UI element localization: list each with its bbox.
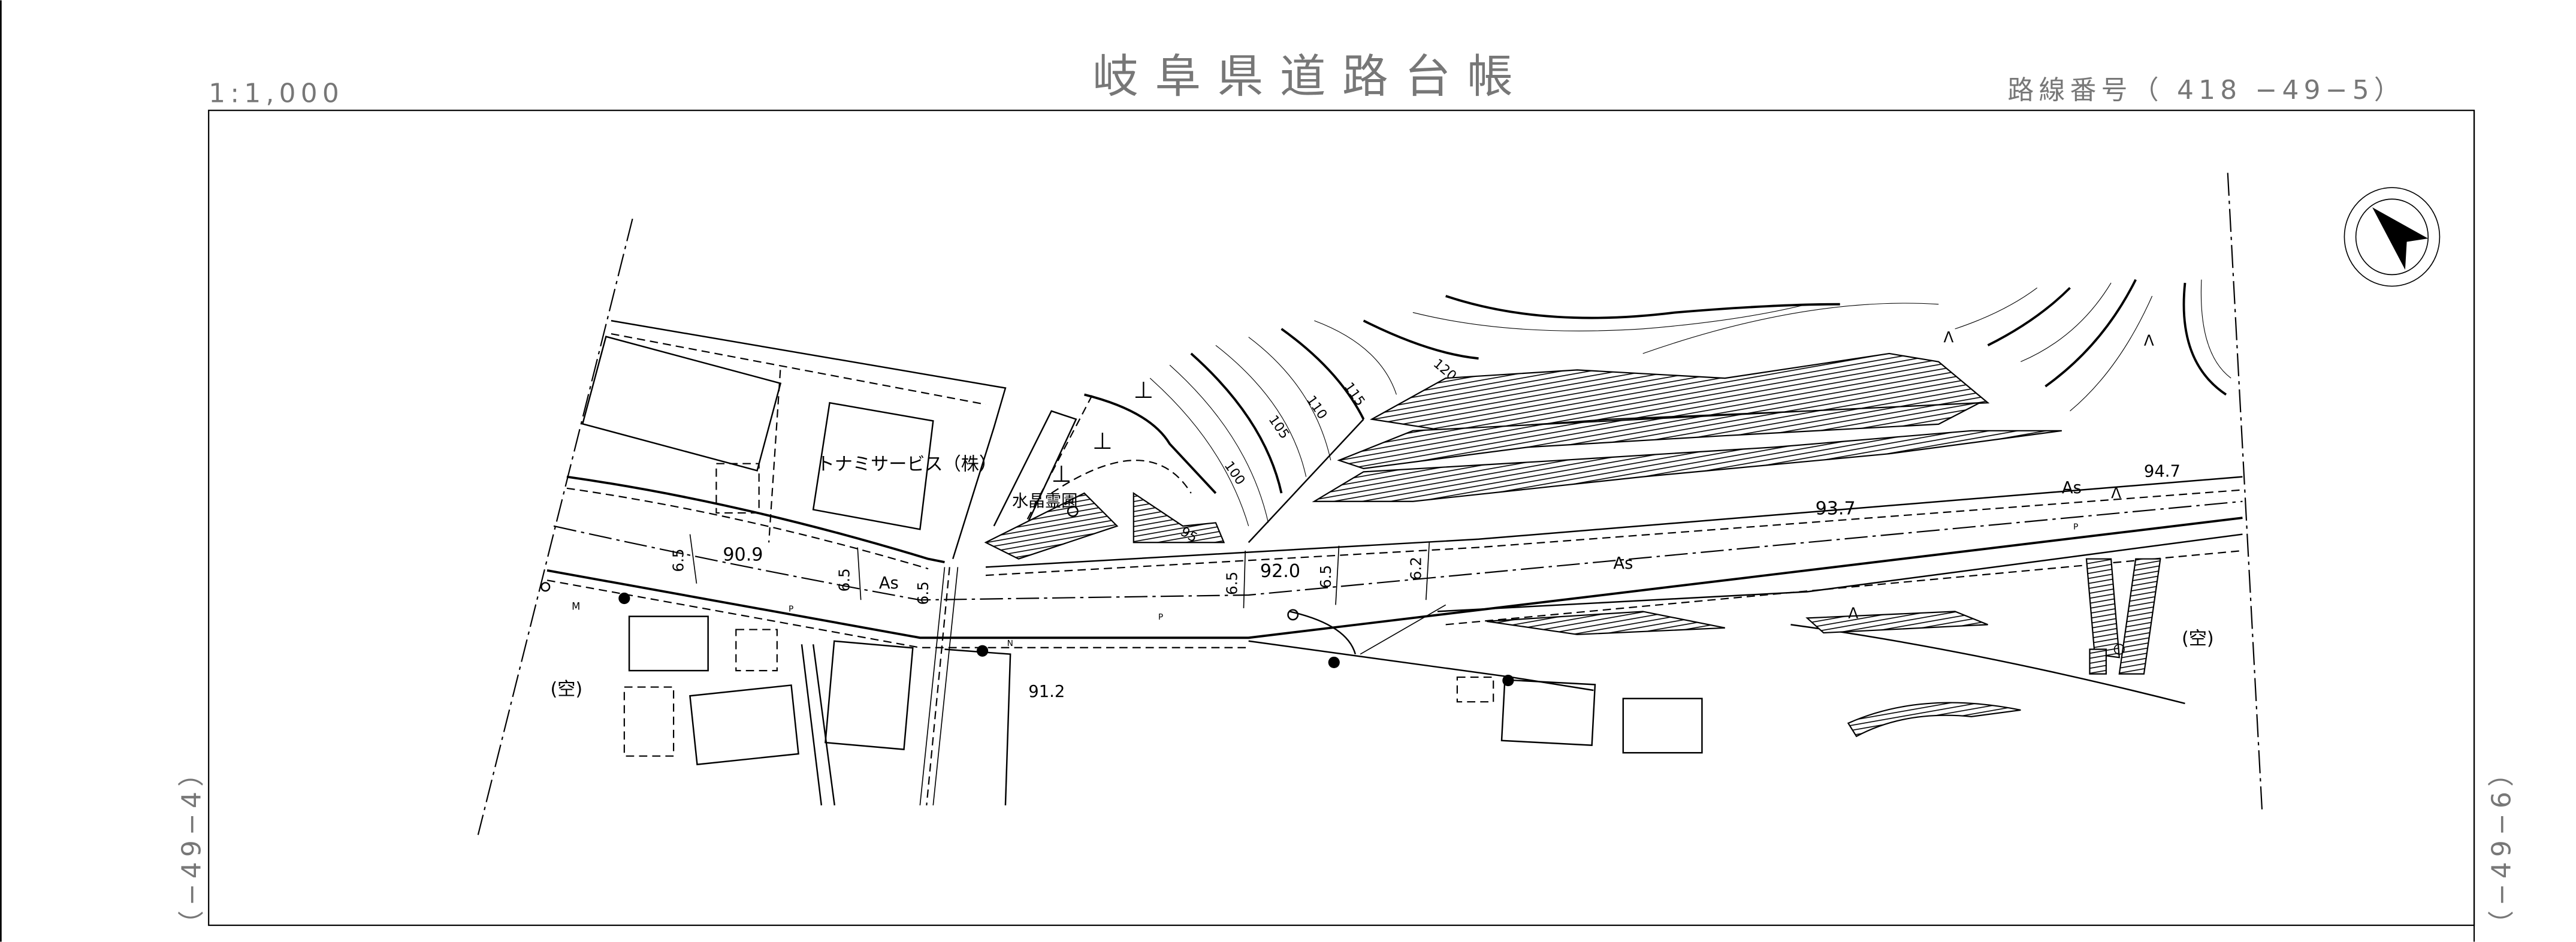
surface-label: As bbox=[879, 574, 899, 593]
surface-label: As bbox=[2062, 479, 2082, 497]
route-number: 路線番号（ 418 −49−5） bbox=[2007, 75, 2405, 105]
elevation-label: 90.9 bbox=[723, 544, 763, 565]
road bbox=[546, 475, 2243, 806]
cemetery-label: 水晶霊園 bbox=[1012, 492, 1078, 511]
road-width-label: 6.5 bbox=[670, 548, 687, 572]
road-width-label: 6.5 bbox=[1224, 572, 1241, 595]
vacant-lot-label: (空) bbox=[2182, 628, 2214, 649]
vacant-lot-label: (空) bbox=[550, 679, 582, 700]
utility-points bbox=[540, 505, 2125, 687]
contour-label-115: 115 bbox=[1341, 380, 1367, 409]
adjacent-sheet-right: （−49−6） bbox=[2486, 756, 2517, 937]
contour-label-105: 105 bbox=[1266, 413, 1292, 442]
manhole-mark: M bbox=[572, 601, 580, 612]
contour-label-100: 100 bbox=[1221, 459, 1248, 488]
cemetery-symbol: ⊥ bbox=[1134, 377, 1153, 404]
cemetery-symbol: ⊥ bbox=[1092, 428, 1112, 455]
gravel-symbol: Λ bbox=[2111, 484, 2121, 502]
elevation-label: 92.0 bbox=[1260, 561, 1300, 582]
boundary-line-right bbox=[2227, 173, 2263, 814]
retaining-slope bbox=[1248, 352, 2062, 544]
cemetery-symbol: ⊥ bbox=[1052, 461, 1071, 488]
south-buildings bbox=[623, 615, 2107, 806]
elevation-label: 94.7 bbox=[2144, 463, 2181, 481]
pole-mark: P bbox=[789, 604, 793, 614]
gravel-symbol: Λ bbox=[1848, 604, 1858, 621]
scale-label: 1:1,000 bbox=[209, 78, 344, 108]
elevation-label: 93.7 bbox=[1816, 499, 1856, 520]
pole-mark: P bbox=[2073, 522, 2078, 532]
gravel-symbol: Λ bbox=[1943, 328, 1953, 346]
company-label: トナミサービス（株） bbox=[817, 454, 997, 475]
elevation-label: 91.2 bbox=[1028, 683, 1065, 701]
gravel-symbol: Λ bbox=[2144, 331, 2154, 349]
surface-label: As bbox=[1613, 554, 1633, 573]
north-marker: N bbox=[1007, 639, 1013, 648]
pole-mark: P bbox=[1158, 612, 1163, 622]
cemetery-area bbox=[984, 393, 1225, 560]
adjacent-sheet-left: （−49−4） bbox=[176, 756, 207, 937]
width-arrows bbox=[689, 534, 1430, 608]
north-arrow-icon bbox=[2344, 187, 2441, 287]
road-width-label: 6.5 bbox=[1317, 565, 1334, 588]
contour-label-110: 110 bbox=[1303, 393, 1330, 422]
contour-lines bbox=[1149, 279, 2231, 527]
north-lot bbox=[581, 319, 1007, 560]
map-frame bbox=[208, 110, 2475, 926]
sheet-title: 岐阜県道路台帳 bbox=[1092, 50, 1529, 104]
road-width-label: 6.2 bbox=[1408, 557, 1425, 580]
road-width-label: 6.5 bbox=[835, 568, 853, 591]
road-width-label: 6.5 bbox=[914, 581, 932, 605]
